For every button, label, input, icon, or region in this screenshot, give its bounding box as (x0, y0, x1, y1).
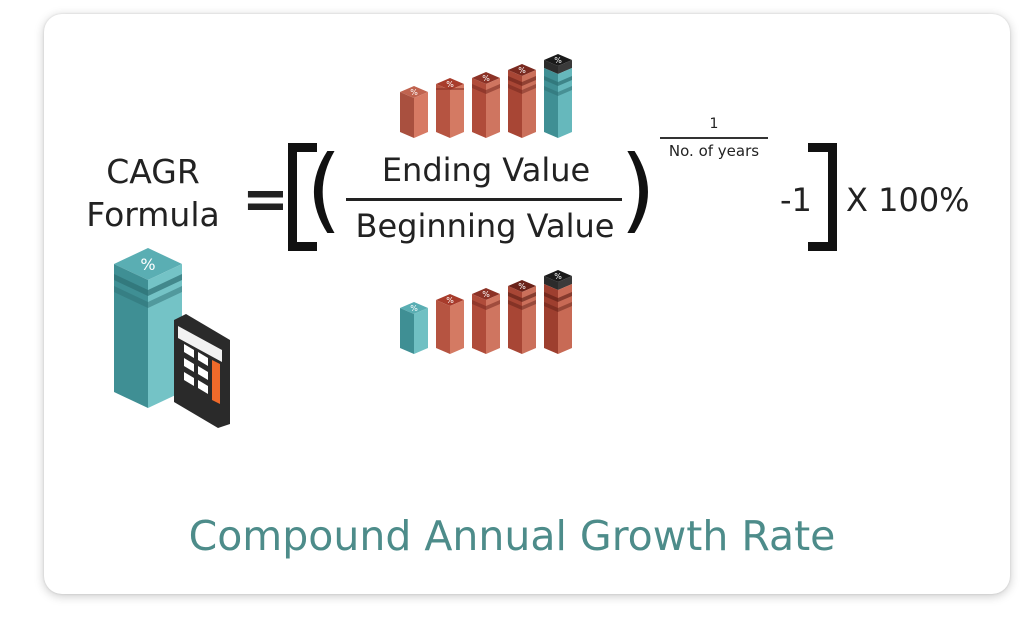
fraction-numerator: Ending Value (381, 151, 591, 189)
bottom-bar-2: % (436, 294, 464, 354)
top-bar-4-badge: % (518, 66, 526, 75)
top-bar-2: % (436, 78, 464, 138)
bottom-bar-3: % (472, 288, 500, 354)
fraction-denominator: Beginning Value (355, 207, 615, 245)
formula-label: CAGR Formula (80, 150, 226, 236)
right-square-bracket (808, 143, 837, 251)
times-100-percent: X 100% (846, 181, 970, 219)
exponent-denominator: No. of years (668, 142, 760, 160)
top-bar-1-badge: % (410, 88, 418, 97)
bottom-bar-5: % (544, 270, 572, 354)
formula-label-line1: CAGR (106, 152, 200, 191)
top-bar-4: % (508, 64, 536, 138)
calculator-percent-icon: % (114, 248, 230, 428)
exponent-fraction-bar (660, 137, 768, 139)
left-square-bracket (288, 143, 317, 251)
fraction-bar (346, 198, 622, 201)
bottom-bar-2-badge: % (446, 296, 454, 305)
percent-block-badge: % (140, 255, 155, 274)
percent-block: % (114, 248, 182, 408)
bottom-growth-bars-icon: % % % % % (400, 270, 572, 354)
subtitle: Compound Annual Growth Rate (188, 512, 836, 560)
minus-one: -1 (780, 181, 812, 219)
equals-sign: = (242, 167, 289, 232)
bottom-bar-4-badge: % (518, 282, 526, 291)
top-bar-3-badge: % (482, 74, 490, 83)
bottom-bar-3-badge: % (482, 290, 490, 299)
top-bar-3: % (472, 72, 500, 138)
left-parenthesis: ( (306, 136, 342, 243)
top-growth-bars-icon: % % % % % (400, 54, 572, 138)
bottom-bar-5-badge: % (554, 272, 562, 281)
calculator (174, 314, 230, 428)
top-bar-1: % (400, 86, 428, 138)
top-bar-5-badge: % (554, 56, 562, 65)
exponent-numerator: 1 (709, 116, 719, 132)
top-bar-5: % (544, 54, 572, 138)
bottom-bar-1-badge: % (410, 304, 418, 313)
bottom-bar-1: % (400, 302, 428, 354)
bottom-bar-4: % (508, 280, 536, 354)
formula-label-line2: Formula (86, 195, 220, 234)
right-parenthesis: ) (620, 136, 656, 243)
top-bar-2-badge: % (446, 80, 454, 89)
